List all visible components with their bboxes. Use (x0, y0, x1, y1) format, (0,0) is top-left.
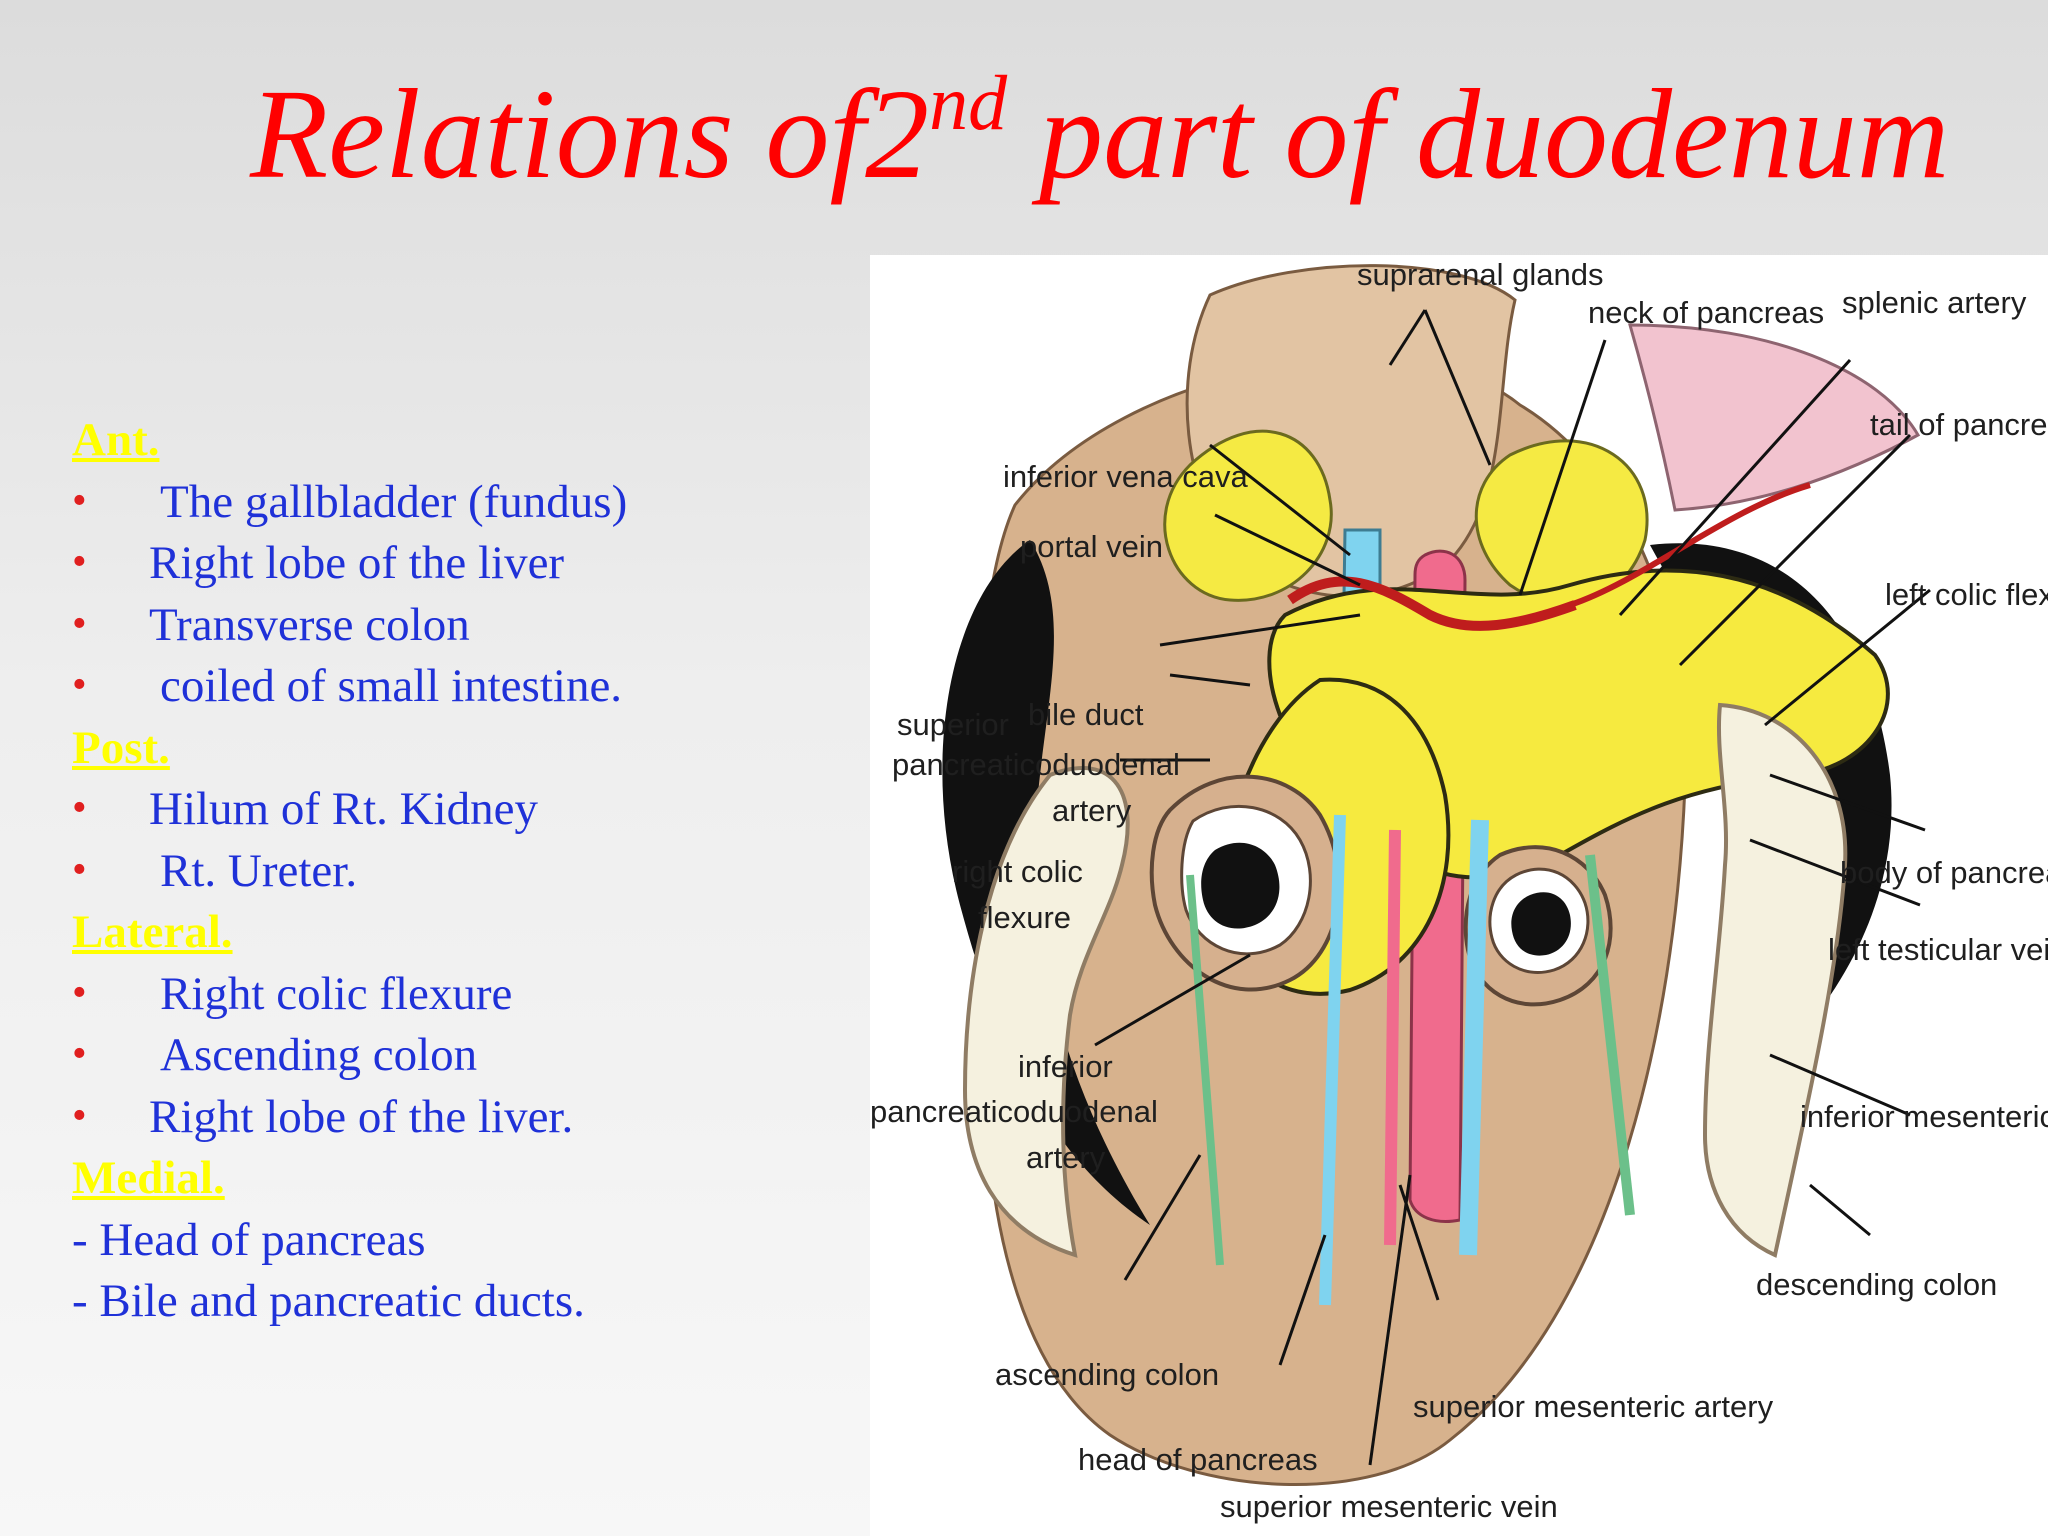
splenic-artery-course (1287, 576, 1577, 631)
bullet-icon: • (72, 969, 87, 1016)
leader-line (1764, 588, 1931, 727)
list-item: • Rt. Ureter. (72, 841, 852, 903)
leader-line (1769, 773, 1926, 832)
relation-item-text: Hilum of Rt. Kidney (149, 783, 539, 835)
list-item: • Right lobe of the liver. (72, 1087, 852, 1149)
spleen-shape (1628, 323, 1921, 512)
relation-item-text: The gallbladder (fundus) (160, 475, 628, 528)
label-flexure: flexure (978, 900, 1071, 935)
section-heading-post: Post. (72, 721, 170, 774)
bullet-icon: • (72, 662, 87, 708)
leader-line (1278, 1234, 1327, 1366)
duodenum-anatomy-diagram: suprarenal glands neck of pancreas splen… (870, 255, 2048, 1536)
leader-line (1769, 1053, 1911, 1117)
label-superior-artery: artery (1052, 793, 1132, 828)
leader-line (1809, 1183, 1871, 1237)
bullet-icon: • (72, 785, 87, 831)
label-inferior: inferior (1018, 1049, 1113, 1084)
label-neck-of-pancreas: neck of pancreas (1588, 295, 1824, 330)
leader-line (1678, 433, 1912, 667)
leader-line (1518, 339, 1607, 596)
label-superior-mesenteric-vein: superior mesenteric vein (1220, 1489, 1558, 1524)
title-before: Relations of2 (250, 63, 930, 205)
relation-item-text: Transverse colon (149, 598, 470, 651)
label-superior: superior (897, 707, 1009, 742)
bullet-icon: • (72, 1031, 87, 1077)
label-left-testicular-vein: left testicular vein (1828, 932, 2048, 967)
bullet-icon: • (72, 477, 87, 524)
relation-item-text: Rt. Ureter. (160, 844, 358, 897)
label-bile-duct: bile duct (1028, 697, 1144, 732)
list-item: • The gallbladder (fundus) (72, 472, 852, 534)
leader-line (1169, 673, 1251, 687)
leader-line (1214, 513, 1361, 587)
leader-line (1388, 309, 1427, 366)
leader-line (1749, 838, 1921, 907)
label-inferior-mesenteric-vein: inferior mesenteric vein (1800, 1099, 2048, 1134)
leader-line (1094, 953, 1251, 1047)
relation-item-text: coiled of small intestine. (160, 660, 623, 712)
label-inferior-pancreaticoduodenal: pancreaticoduodenal (870, 1094, 1158, 1129)
label-superior-pancreaticoduodenal: pancreaticoduodenal (892, 747, 1180, 782)
section-heading-lateral: Lateral. (72, 906, 233, 958)
label-left-colic-flexure: left colic flexure (1885, 577, 2048, 612)
relation-item-text: Right colic flexure (160, 967, 513, 1020)
label-right-colic: right colic (952, 854, 1083, 889)
label-ascending-colon: ascending colon (995, 1357, 1219, 1392)
title-superscript: nd (929, 59, 1008, 146)
superior-mesenteric-artery-course (1384, 829, 1401, 1246)
label-suprarenal-glands: suprarenal glands (1357, 257, 1603, 292)
right-suprarenal-gland (1163, 429, 1333, 602)
leader-line (1123, 1154, 1202, 1281)
label-head-of-pancreas: head of pancreas (1078, 1442, 1318, 1477)
section-heading-medial: Medial. (72, 1152, 225, 1204)
leader-line (1209, 443, 1351, 557)
bullet-icon: • (72, 539, 87, 585)
section-heading-ant: Ant. (72, 414, 160, 466)
relation-item-text: Right lobe of the liver. (149, 1090, 574, 1143)
label-superior-mesenteric-artery: superior mesenteric artery (1413, 1389, 1774, 1424)
descending-colon-shape (1702, 702, 1848, 1258)
splenic-artery-branch (1569, 482, 1811, 608)
label-tail-of-pancreas: tail of pancreas (1870, 407, 2048, 442)
ascending-colon-shape (962, 766, 1130, 1258)
slide-title: Relations of2nd part of duodenum (250, 64, 2010, 199)
list-item: • coiled of small intestine. (72, 656, 852, 718)
jejunum-core (1511, 892, 1571, 956)
relations-text-panel: Ant. • The gallbladder (fundus) • Right … (72, 410, 852, 1333)
list-item: - Bile and pancreatic ducts. (72, 1275, 585, 1327)
list-item: • Hilum of Rt. Kidney (72, 779, 852, 841)
leader-line (1368, 1174, 1412, 1466)
list-item: - Head of pancreas (72, 1213, 426, 1266)
list-item: • Ascending colon (72, 1025, 852, 1087)
relation-item-text: Right lobe of the liver (149, 537, 565, 589)
title-after: part of duodenum (1007, 63, 1950, 205)
label-splenic-artery: splenic artery (1842, 285, 2027, 320)
superior-mesenteric-vein-course (1319, 814, 1346, 1306)
bullet-icon: • (72, 846, 87, 893)
duodenum-anatomy-figure: suprarenal glands neck of pancreas splen… (870, 255, 2048, 1536)
leader-line (1159, 613, 1361, 647)
label-body-of-pancreas: body of pancreas (1840, 855, 2048, 890)
right-ureter-course (1186, 874, 1224, 1266)
inferior-mesenteric-vein-course (1459, 819, 1489, 1256)
bullet-icon: • (72, 600, 87, 647)
leader-line (1618, 358, 1852, 617)
label-inferior-vena-cava: inferior vena cava (1003, 459, 1248, 494)
left-testicular-vein-course (1585, 854, 1635, 1216)
bullet-icon: • (72, 1092, 87, 1139)
label-descending-colon: descending colon (1756, 1267, 1997, 1302)
relation-item-text: Ascending colon (160, 1029, 478, 1081)
left-shadow-region (942, 540, 1150, 1225)
label-portal-vein: portal vein (1020, 529, 1163, 564)
label-inferior-artery: artery (1026, 1140, 1106, 1175)
duodenum-core (1201, 842, 1280, 929)
list-item: • Transverse colon (72, 595, 852, 657)
leader-line (1423, 309, 1492, 466)
list-item: • Right lobe of the liver (72, 533, 852, 595)
list-item: • Right colic flexure (72, 964, 852, 1026)
